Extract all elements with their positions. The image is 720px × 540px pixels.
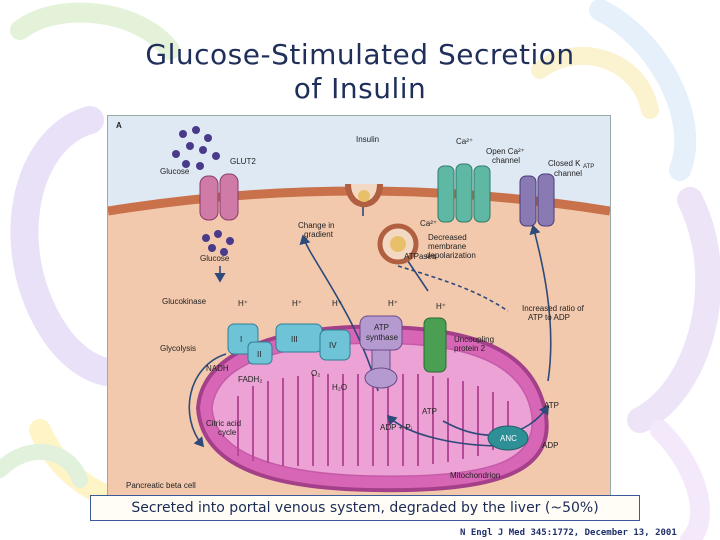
label-uncoupling-2: protein 2 — [454, 344, 486, 353]
label-o2: O₂ — [311, 369, 320, 378]
label-change-gradient-2: gradient — [304, 230, 334, 239]
label-atp-right: ATP — [544, 401, 559, 410]
label-complex-iii: III — [291, 335, 298, 344]
label-nadh: NADH — [206, 364, 229, 373]
label-h-5: H⁺ — [436, 302, 446, 311]
caption-box: Secreted into portal venous system, degr… — [90, 495, 640, 521]
label-glucose-outside: Glucose — [160, 167, 190, 176]
insulin-granule — [377, 223, 419, 265]
label-glut2: GLUT2 — [230, 157, 256, 166]
label-h-4: H⁺ — [388, 299, 398, 308]
closed-katp-channel — [519, 173, 555, 227]
label-glucose-inside: Glucose — [200, 254, 230, 263]
panel-letter: A — [116, 121, 122, 130]
label-complex-ii: II — [257, 350, 261, 359]
uncoupling-protein-2 — [423, 317, 447, 373]
label-glucokinase: Glucokinase — [162, 297, 207, 306]
label-atpases: ATPases — [404, 252, 436, 261]
glut2-transporter — [199, 173, 239, 221]
glucose-molecules-inside — [202, 230, 234, 256]
label-adp-pi: ADP + Pᵢ — [380, 423, 412, 432]
label-open-ca-1: Open Ca²⁺ — [486, 147, 525, 156]
label-closed-katp-sub: ATP — [583, 164, 594, 170]
label-insulin: Insulin — [356, 135, 379, 144]
glucose-molecules-outside — [172, 126, 220, 170]
label-glycolysis: Glycolysis — [160, 344, 196, 353]
label-complex-iv: IV — [329, 341, 337, 350]
title-line-2: of Insulin — [293, 72, 427, 105]
label-h2o: H₂O — [332, 383, 347, 392]
label-citric-acid-2: cycle — [218, 428, 237, 437]
adenine-nucleotide-carrier — [487, 425, 529, 451]
label-complex-i: I — [240, 335, 242, 344]
label-uncoupling-1: Uncoupling — [454, 335, 494, 344]
label-open-ca-2: channel — [492, 156, 520, 165]
label-ca-mid: Ca²⁺ — [420, 219, 437, 228]
label-h-2: H⁺ — [292, 299, 302, 308]
label-mitochondrion: Mitochondrion — [450, 471, 500, 480]
title-line-1: Glucose-Stimulated Secretion — [145, 38, 575, 71]
open-calcium-channel — [437, 163, 491, 223]
label-closed-katp-2: channel — [554, 169, 582, 178]
insulin-secretion-figure: A Insulin Ca²⁺ Open Ca²⁺ channel Closed … — [107, 115, 611, 497]
label-decreased-1: Decreased — [428, 233, 467, 242]
label-h-3: H⁺ — [332, 299, 342, 308]
label-depolarization: depolarization — [426, 251, 476, 260]
label-adp-right: ADP — [542, 441, 558, 450]
insulin-exocytosis-vesicle — [345, 183, 383, 208]
label-increased-ratio-2: ATP to ADP — [528, 313, 570, 322]
label-change-gradient-1: Change in — [298, 221, 334, 230]
slide-title: Glucose-Stimulated Secretion of Insulin — [60, 38, 660, 106]
citation: N Engl J Med 345:1772, December 13, 2001 — [460, 528, 677, 538]
label-atp-synthase-1: ATP — [374, 323, 389, 332]
label-fadh2: FADH₂ — [238, 375, 262, 384]
label-decreased-2: membrane — [428, 242, 467, 251]
mitochondrion — [195, 324, 549, 493]
label-atp-mito: ATP — [422, 407, 437, 416]
label-anc: ANC — [500, 434, 517, 443]
pathway-diagram: A Insulin Ca²⁺ Open Ca²⁺ channel Closed … — [108, 116, 610, 496]
label-citric-acid-1: Citric acid — [206, 419, 241, 428]
label-h-1: H⁺ — [238, 299, 248, 308]
label-ca-top: Ca²⁺ — [456, 137, 473, 146]
depolarization-dashed-arrow — [397, 265, 509, 312]
electron-transport-chain — [227, 323, 351, 365]
glycolysis-arrow — [188, 353, 227, 448]
label-pancreatic-beta-cell: Pancreatic beta cell — [126, 481, 196, 490]
label-atp-synthase-2: synthase — [366, 333, 399, 342]
atp-ratio-arrow — [529, 224, 552, 382]
adp-in-arrow — [386, 414, 504, 447]
label-increased-ratio-1: Increased ratio of — [522, 304, 585, 313]
atp-synthase — [359, 315, 403, 389]
gradient-arrow-1 — [299, 234, 379, 392]
label-closed-katp-1: Closed K — [548, 159, 581, 168]
